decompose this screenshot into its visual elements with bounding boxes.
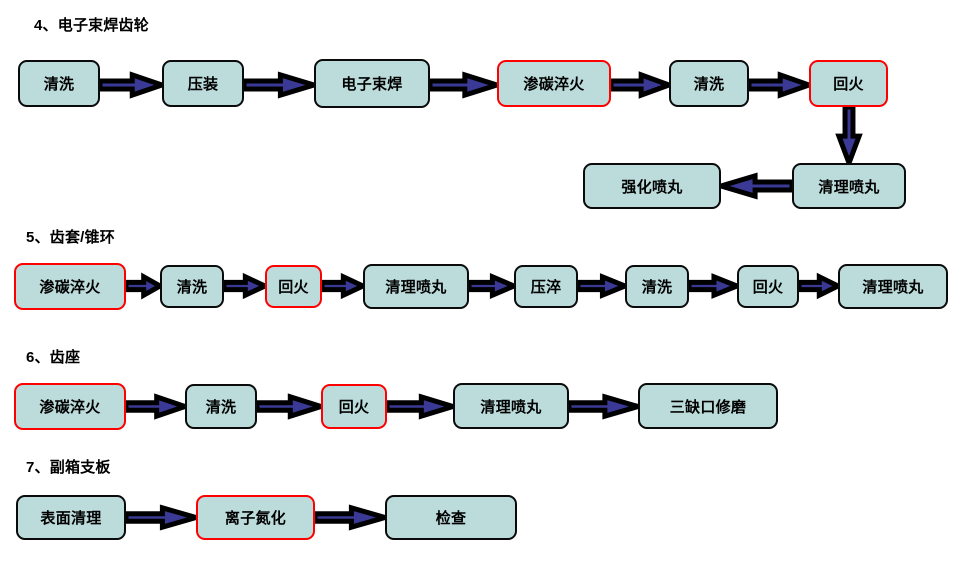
process-node-label: 回火: [338, 399, 370, 416]
process-node[interactable]: 清理喷丸: [453, 383, 569, 429]
process-node-label: 清理喷丸: [862, 279, 924, 296]
arrow-right-icon: [799, 276, 838, 296]
process-node-label: 检查: [435, 510, 467, 527]
arrow-right-icon: [430, 74, 497, 96]
process-node-label: 三缺口修磨: [669, 398, 747, 416]
process-node-label: 清理喷丸: [818, 178, 880, 196]
arrow-right-icon: [689, 276, 737, 296]
arrow-down-icon: [838, 107, 860, 163]
process-node[interactable]: 清理喷丸: [838, 264, 948, 309]
arrow-right-icon: [257, 396, 321, 417]
arrow-right-icon: [569, 396, 638, 417]
section-heading-5: 5、齿套/锥环: [26, 229, 115, 246]
process-node[interactable]: 回火: [265, 265, 322, 308]
arrow-left-icon: [721, 175, 792, 197]
process-node[interactable]: 强化喷丸: [583, 163, 721, 209]
process-node[interactable]: 表面清理: [16, 495, 126, 540]
arrow-right-icon: [469, 276, 514, 296]
process-node[interactable]: 渗碳淬火: [14, 383, 126, 430]
process-node[interactable]: 渗碳淬火: [497, 60, 611, 107]
process-node-label: 电子束焊: [341, 76, 403, 93]
process-node[interactable]: 压淬: [514, 265, 578, 308]
process-node-label: 清理喷丸: [385, 279, 447, 296]
process-node[interactable]: 清洗: [669, 60, 749, 107]
process-node-label: 回火: [278, 279, 309, 296]
process-node[interactable]: 清洗: [625, 265, 689, 308]
process-node[interactable]: 压装: [162, 60, 244, 107]
arrow-right-icon: [322, 276, 363, 296]
process-node-label: 清洗: [641, 279, 673, 296]
process-node[interactable]: 三缺口修磨: [638, 383, 778, 429]
process-node[interactable]: 清理喷丸: [792, 163, 906, 209]
process-node[interactable]: 清洗: [160, 265, 224, 308]
process-node-label: 清洗: [693, 76, 725, 93]
arrow-right-icon: [244, 74, 314, 96]
arrow-right-icon: [224, 276, 265, 296]
process-node-label: 清洗: [205, 399, 237, 416]
process-node[interactable]: 电子束焊: [314, 59, 430, 108]
arrow-right-icon: [100, 74, 162, 96]
arrow-right-icon: [578, 276, 625, 296]
process-node[interactable]: 渗碳淬火: [14, 263, 126, 310]
process-node-label: 清洗: [176, 279, 208, 296]
section-heading-6: 6、齿座: [26, 349, 81, 366]
arrow-right-icon: [126, 276, 160, 296]
process-node[interactable]: 回火: [737, 265, 799, 308]
section-heading-7: 7、副箱支板: [26, 459, 111, 476]
arrow-right-icon: [611, 74, 669, 96]
section-heading-4: 4、电子束焊齿轮: [34, 17, 149, 34]
process-node-label: 清洗: [43, 76, 75, 93]
arrow-right-icon: [126, 396, 185, 417]
arrow-right-icon: [387, 396, 453, 417]
process-node[interactable]: 检查: [385, 495, 517, 540]
process-node-label: 渗碳淬火: [39, 399, 101, 416]
process-node[interactable]: 清洗: [185, 384, 257, 429]
process-node[interactable]: 回火: [809, 60, 888, 107]
process-node[interactable]: 清理喷丸: [363, 264, 469, 309]
process-node-label: 表面清理: [40, 510, 102, 527]
process-node-label: 压装: [187, 76, 219, 93]
process-node-label: 强化喷丸: [621, 178, 683, 196]
process-node-label: 回火: [752, 279, 784, 296]
process-node-label: 离子氮化: [224, 510, 287, 527]
arrow-right-icon: [315, 507, 385, 528]
process-node[interactable]: 回火: [321, 384, 387, 429]
process-node-label: 渗碳淬火: [39, 279, 101, 296]
process-node[interactable]: 清洗: [18, 60, 100, 107]
process-node[interactable]: 离子氮化: [196, 495, 315, 540]
arrow-right-icon: [126, 507, 196, 528]
process-node-label: 回火: [833, 76, 864, 93]
process-node-label: 清理喷丸: [480, 398, 542, 416]
process-node-label: 压淬: [530, 279, 562, 296]
arrow-right-icon: [749, 74, 809, 96]
process-node-label: 渗碳淬火: [523, 76, 585, 93]
